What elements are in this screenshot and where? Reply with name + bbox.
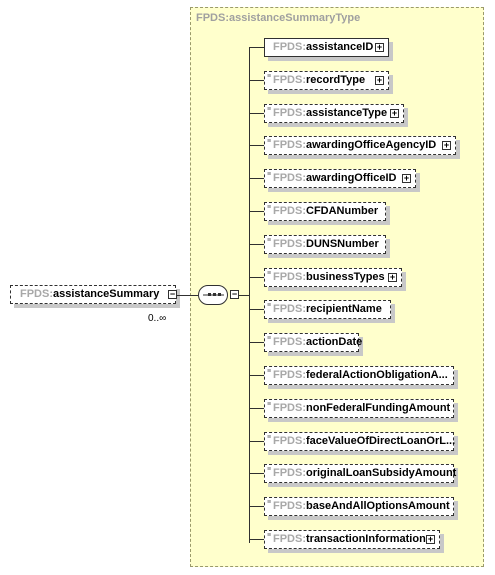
- child-element-node[interactable]: ≡FPDS:actionDate: [264, 333, 363, 352]
- attribute-marker-icon: ≡: [267, 106, 272, 113]
- child-element-node[interactable]: ≡FPDS:faceValueOfDirectLoanOrL...: [264, 432, 456, 451]
- child-element-name: assistanceType: [306, 107, 388, 119]
- child-connector: [249, 145, 264, 146]
- children-bus-line: [249, 47, 250, 543]
- child-element-node[interactable]: ≡FPDS:federalActionObligationA...: [264, 366, 454, 385]
- child-connector: [249, 342, 264, 343]
- attribute-marker-icon: ≡: [267, 532, 272, 539]
- attribute-marker-icon: ≡: [267, 466, 272, 473]
- child-namespace: FPDS:: [273, 139, 306, 151]
- child-element-name: federalActionObligationA...: [306, 369, 448, 381]
- sequence-compositor-icon[interactable]: [198, 285, 228, 305]
- child-element-node[interactable]: ≡FPDS:baseAndAllOptionsAmount: [264, 497, 454, 516]
- child-element-name: recordType: [306, 74, 366, 86]
- attribute-marker-icon: ≡: [267, 204, 272, 211]
- child-connector: [249, 473, 264, 474]
- child-element-name: transactionInformation: [306, 533, 426, 545]
- child-connector: [249, 539, 264, 540]
- child-element-node[interactable]: ≡FPDS:nonFederalFundingAmount: [264, 399, 454, 418]
- child-namespace: FPDS:: [273, 41, 306, 53]
- child-element-node[interactable]: ≡FPDS:recordType: [264, 71, 389, 90]
- child-element-node[interactable]: FPDS:assistanceID: [264, 38, 389, 57]
- attribute-marker-icon: ≡: [267, 73, 272, 80]
- attribute-marker-icon: ≡: [267, 237, 272, 244]
- child-namespace: FPDS:: [273, 533, 306, 545]
- child-connector: [249, 244, 264, 245]
- expand-icon[interactable]: +: [402, 173, 411, 183]
- child-namespace: FPDS:: [273, 435, 306, 447]
- child-connector: [249, 80, 264, 81]
- child-connector: [249, 441, 264, 442]
- child-element-node[interactable]: ≡FPDS:recipientName: [264, 300, 391, 319]
- child-element-name: CFDANumber: [306, 205, 379, 217]
- child-element-name: recipientName: [306, 303, 382, 315]
- child-element-name: DUNSNumber: [306, 238, 379, 250]
- sequence-dots-icon: [203, 293, 224, 296]
- child-namespace: FPDS:: [273, 271, 306, 283]
- child-namespace: FPDS:: [273, 500, 306, 512]
- child-element-name: nonFederalFundingAmount: [306, 402, 451, 414]
- expand-icon[interactable]: +: [375, 75, 384, 85]
- child-element-node[interactable]: ≡FPDS:DUNSNumber: [264, 235, 386, 254]
- child-namespace: FPDS:: [273, 238, 306, 250]
- child-element-name: businessTypes: [306, 271, 385, 283]
- child-element-node[interactable]: ≡FPDS:transactionInformation: [264, 530, 440, 549]
- child-element-node[interactable]: ≡FPDS:assistanceType: [264, 104, 404, 123]
- child-element-name: awardingOfficeID: [306, 172, 397, 184]
- attribute-marker-icon: ≡: [267, 368, 272, 375]
- root-namespace: FPDS:: [20, 288, 53, 300]
- child-connector: [249, 211, 264, 212]
- child-namespace: FPDS:: [273, 74, 306, 86]
- child-connector: [249, 113, 264, 114]
- root-connector: [177, 295, 198, 296]
- attribute-marker-icon: ≡: [267, 401, 272, 408]
- child-namespace: FPDS:: [273, 107, 306, 119]
- child-connector: [249, 178, 264, 179]
- child-element-node[interactable]: ≡FPDS:awardingOfficeID: [264, 169, 416, 188]
- child-namespace: FPDS:: [273, 402, 306, 414]
- child-connector: [249, 47, 264, 48]
- attribute-marker-icon: ≡: [267, 270, 272, 277]
- sequence-collapse-icon[interactable]: −: [230, 289, 239, 299]
- child-element-name: baseAndAllOptionsAmount: [306, 500, 450, 512]
- type-title: FPDS:assistanceSummaryType: [196, 12, 361, 24]
- child-namespace: FPDS:: [273, 336, 306, 348]
- attribute-marker-icon: ≡: [267, 499, 272, 506]
- child-namespace: FPDS:: [273, 303, 306, 315]
- root-element-name: assistanceSummary: [53, 288, 160, 300]
- expand-icon[interactable]: +: [426, 534, 435, 544]
- child-connector: [249, 375, 264, 376]
- sequence-connector: [239, 295, 249, 296]
- attribute-marker-icon: ≡: [267, 138, 272, 145]
- expand-icon[interactable]: +: [375, 42, 384, 52]
- root-element-node[interactable]: FPDS:assistanceSummary: [10, 285, 176, 304]
- attribute-marker-icon: ≡: [267, 171, 272, 178]
- attribute-marker-icon: ≡: [267, 302, 272, 309]
- child-element-name: assistanceID: [306, 41, 374, 53]
- attribute-marker-icon: ≡: [267, 335, 272, 342]
- child-namespace: FPDS:: [273, 205, 306, 217]
- collapse-icon[interactable]: −: [168, 289, 177, 299]
- child-element-name: awardingOfficeAgencyID: [306, 139, 437, 151]
- child-connector: [249, 408, 264, 409]
- attribute-marker-icon: ≡: [267, 434, 272, 441]
- child-namespace: FPDS:: [273, 369, 306, 381]
- root-multiplicity: 0..∞: [148, 313, 167, 324]
- child-connector: [249, 309, 264, 310]
- expand-icon[interactable]: +: [442, 140, 451, 150]
- child-element-node[interactable]: ≡FPDS:CFDANumber: [264, 202, 386, 221]
- child-element-name: actionDate: [306, 336, 363, 348]
- child-element-node[interactable]: ≡FPDS:awardingOfficeAgencyID: [264, 136, 456, 155]
- child-connector: [249, 277, 264, 278]
- child-namespace: FPDS:: [273, 467, 306, 479]
- expand-icon[interactable]: +: [388, 272, 397, 282]
- expand-icon[interactable]: +: [390, 108, 399, 118]
- child-element-name: faceValueOfDirectLoanOrL...: [306, 435, 456, 447]
- child-namespace: FPDS:: [273, 172, 306, 184]
- child-element-node[interactable]: ≡FPDS:originalLoanSubsidyAmount: [264, 464, 457, 483]
- child-element-name: originalLoanSubsidyAmount: [306, 467, 457, 479]
- child-connector: [249, 506, 264, 507]
- child-element-node[interactable]: ≡FPDS:businessTypes: [264, 268, 402, 287]
